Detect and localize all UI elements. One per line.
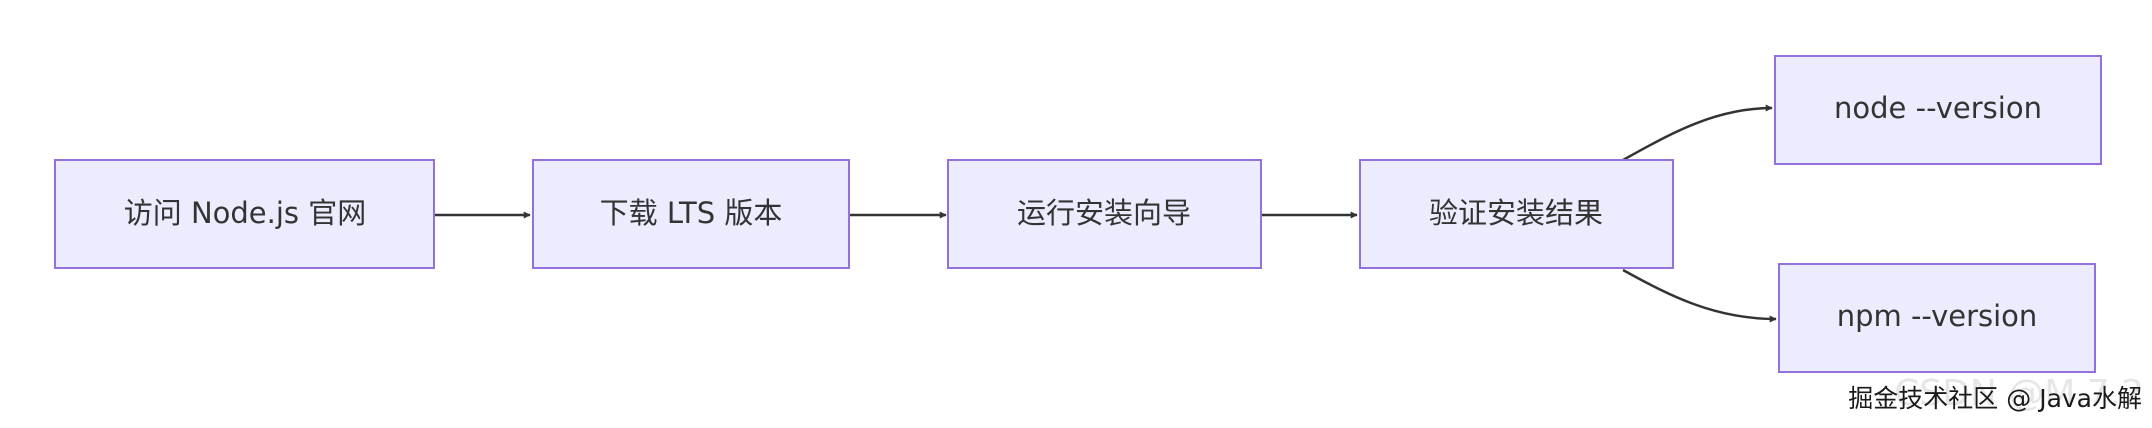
watermark: CSDN @M.7.2 掘金技术社区 @ Java水解 [1848,373,2144,414]
node-visit-label: 访问 Node.js 官网 [124,196,367,230]
node-node-version-box [1774,55,2102,165]
node-verify-box [1359,159,1674,269]
edge-verify-to-npm-version [1622,268,1777,323]
node-visit: 访问 Node.js 官网 [54,159,435,269]
watermark-front-text: 掘金技术社区 @ Java水解 [1848,384,2142,413]
node-download-box [532,159,850,269]
node-verify: 验证安装结果 [1359,159,1674,269]
node-install-box [947,159,1262,269]
edges [434,104,1777,323]
node-npm-version-box [1778,263,2096,373]
node-install-label: 运行安装向导 [1017,196,1191,230]
node-npm-version-label: npm --version [1837,299,2038,333]
node-node-version: node --version [1774,55,2102,165]
node-download: 下载 LTS 版本 [532,159,850,269]
node-verify-label: 验证安装结果 [1429,196,1603,230]
node-visit-box [54,159,435,269]
watermark-back-text: CSDN @M.7.2 [1894,373,2144,414]
node-install: 运行安装向导 [947,159,1262,269]
node-node-version-label: node --version [1834,91,2042,125]
node-npm-version: npm --version [1778,263,2096,373]
edge-verify-to-node-version [1622,104,1773,162]
node-download-label: 下载 LTS 版本 [600,196,783,230]
